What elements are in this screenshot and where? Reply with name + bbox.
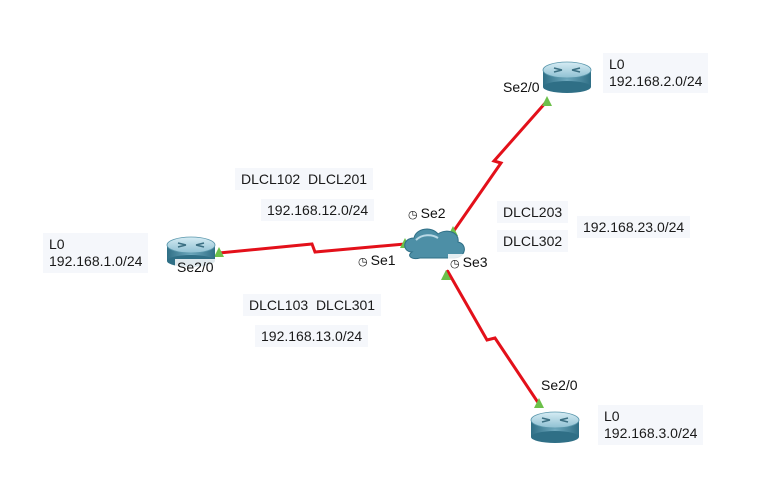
r3-dlci-a: DLCL103 <box>249 297 309 313</box>
port-up-indicator <box>441 270 451 280</box>
r2-loopback-network: 192.168.2.0/24 <box>609 73 703 89</box>
r3-network-note: 192.168.13.0/24 <box>255 325 369 347</box>
port-up-indicator <box>542 96 552 106</box>
r1-port-label: Se2/0 <box>175 259 216 275</box>
router-r2[interactable] <box>542 61 592 93</box>
r1-network-note: 192.168.12.0/24 <box>261 199 375 221</box>
r2-dlci-a-note: DLCL203 <box>497 201 569 223</box>
cloud-port-se1: ◷Se1 <box>356 252 398 268</box>
r1-loopback-network: 192.168.1.0/24 <box>49 253 143 269</box>
r2-loopback-note: L0 192.168.2.0/24 <box>603 53 709 93</box>
serial-link-r1[interactable] <box>218 242 406 255</box>
cloud-port-se3-label: Se3 <box>462 254 488 270</box>
r1-dlci-b: DLCL201 <box>307 171 368 187</box>
serial-link-r3[interactable] <box>445 269 541 405</box>
r3-dlci-b: DLCL301 <box>315 297 376 313</box>
r1-dlci-a: DLCL102 <box>241 171 301 187</box>
serial-link-r2[interactable] <box>451 100 549 233</box>
r2-dlci-b-note: DLCL302 <box>497 230 569 252</box>
cloud-port-se3: ◷Se3 <box>448 254 490 270</box>
clock-icon: ◷ <box>450 258 460 270</box>
cloud-port-se1-label: Se1 <box>370 252 396 268</box>
r2-port-label: Se2/0 <box>501 79 542 95</box>
clock-icon: ◷ <box>408 209 418 221</box>
router-r3[interactable] <box>530 411 580 443</box>
frame-relay-cloud[interactable] <box>404 228 465 259</box>
r3-loopback-note: L0 192.168.3.0/24 <box>598 405 704 445</box>
port-up-indicator <box>534 398 544 408</box>
r1-loopback-name: L0 <box>49 236 65 252</box>
port-up-indicator <box>214 247 224 257</box>
cloud-port-se2: ◷Se2 <box>406 205 448 221</box>
r3-port-label: Se2/0 <box>539 377 580 393</box>
r2-network-note: 192.168.23.0/24 <box>577 216 691 238</box>
r3-loopback-network: 192.168.3.0/24 <box>604 425 698 441</box>
r3-dlci-note: DLCL103 DLCL301 <box>243 294 382 316</box>
r1-loopback-note: L0 192.168.1.0/24 <box>43 233 149 273</box>
r2-loopback-name: L0 <box>609 56 625 72</box>
clock-icon: ◷ <box>358 256 368 268</box>
cloud-port-se2-label: Se2 <box>420 205 446 221</box>
r1-dlci-note: DLCL102 DLCL201 <box>235 168 374 190</box>
r3-loopback-name: L0 <box>604 408 620 424</box>
